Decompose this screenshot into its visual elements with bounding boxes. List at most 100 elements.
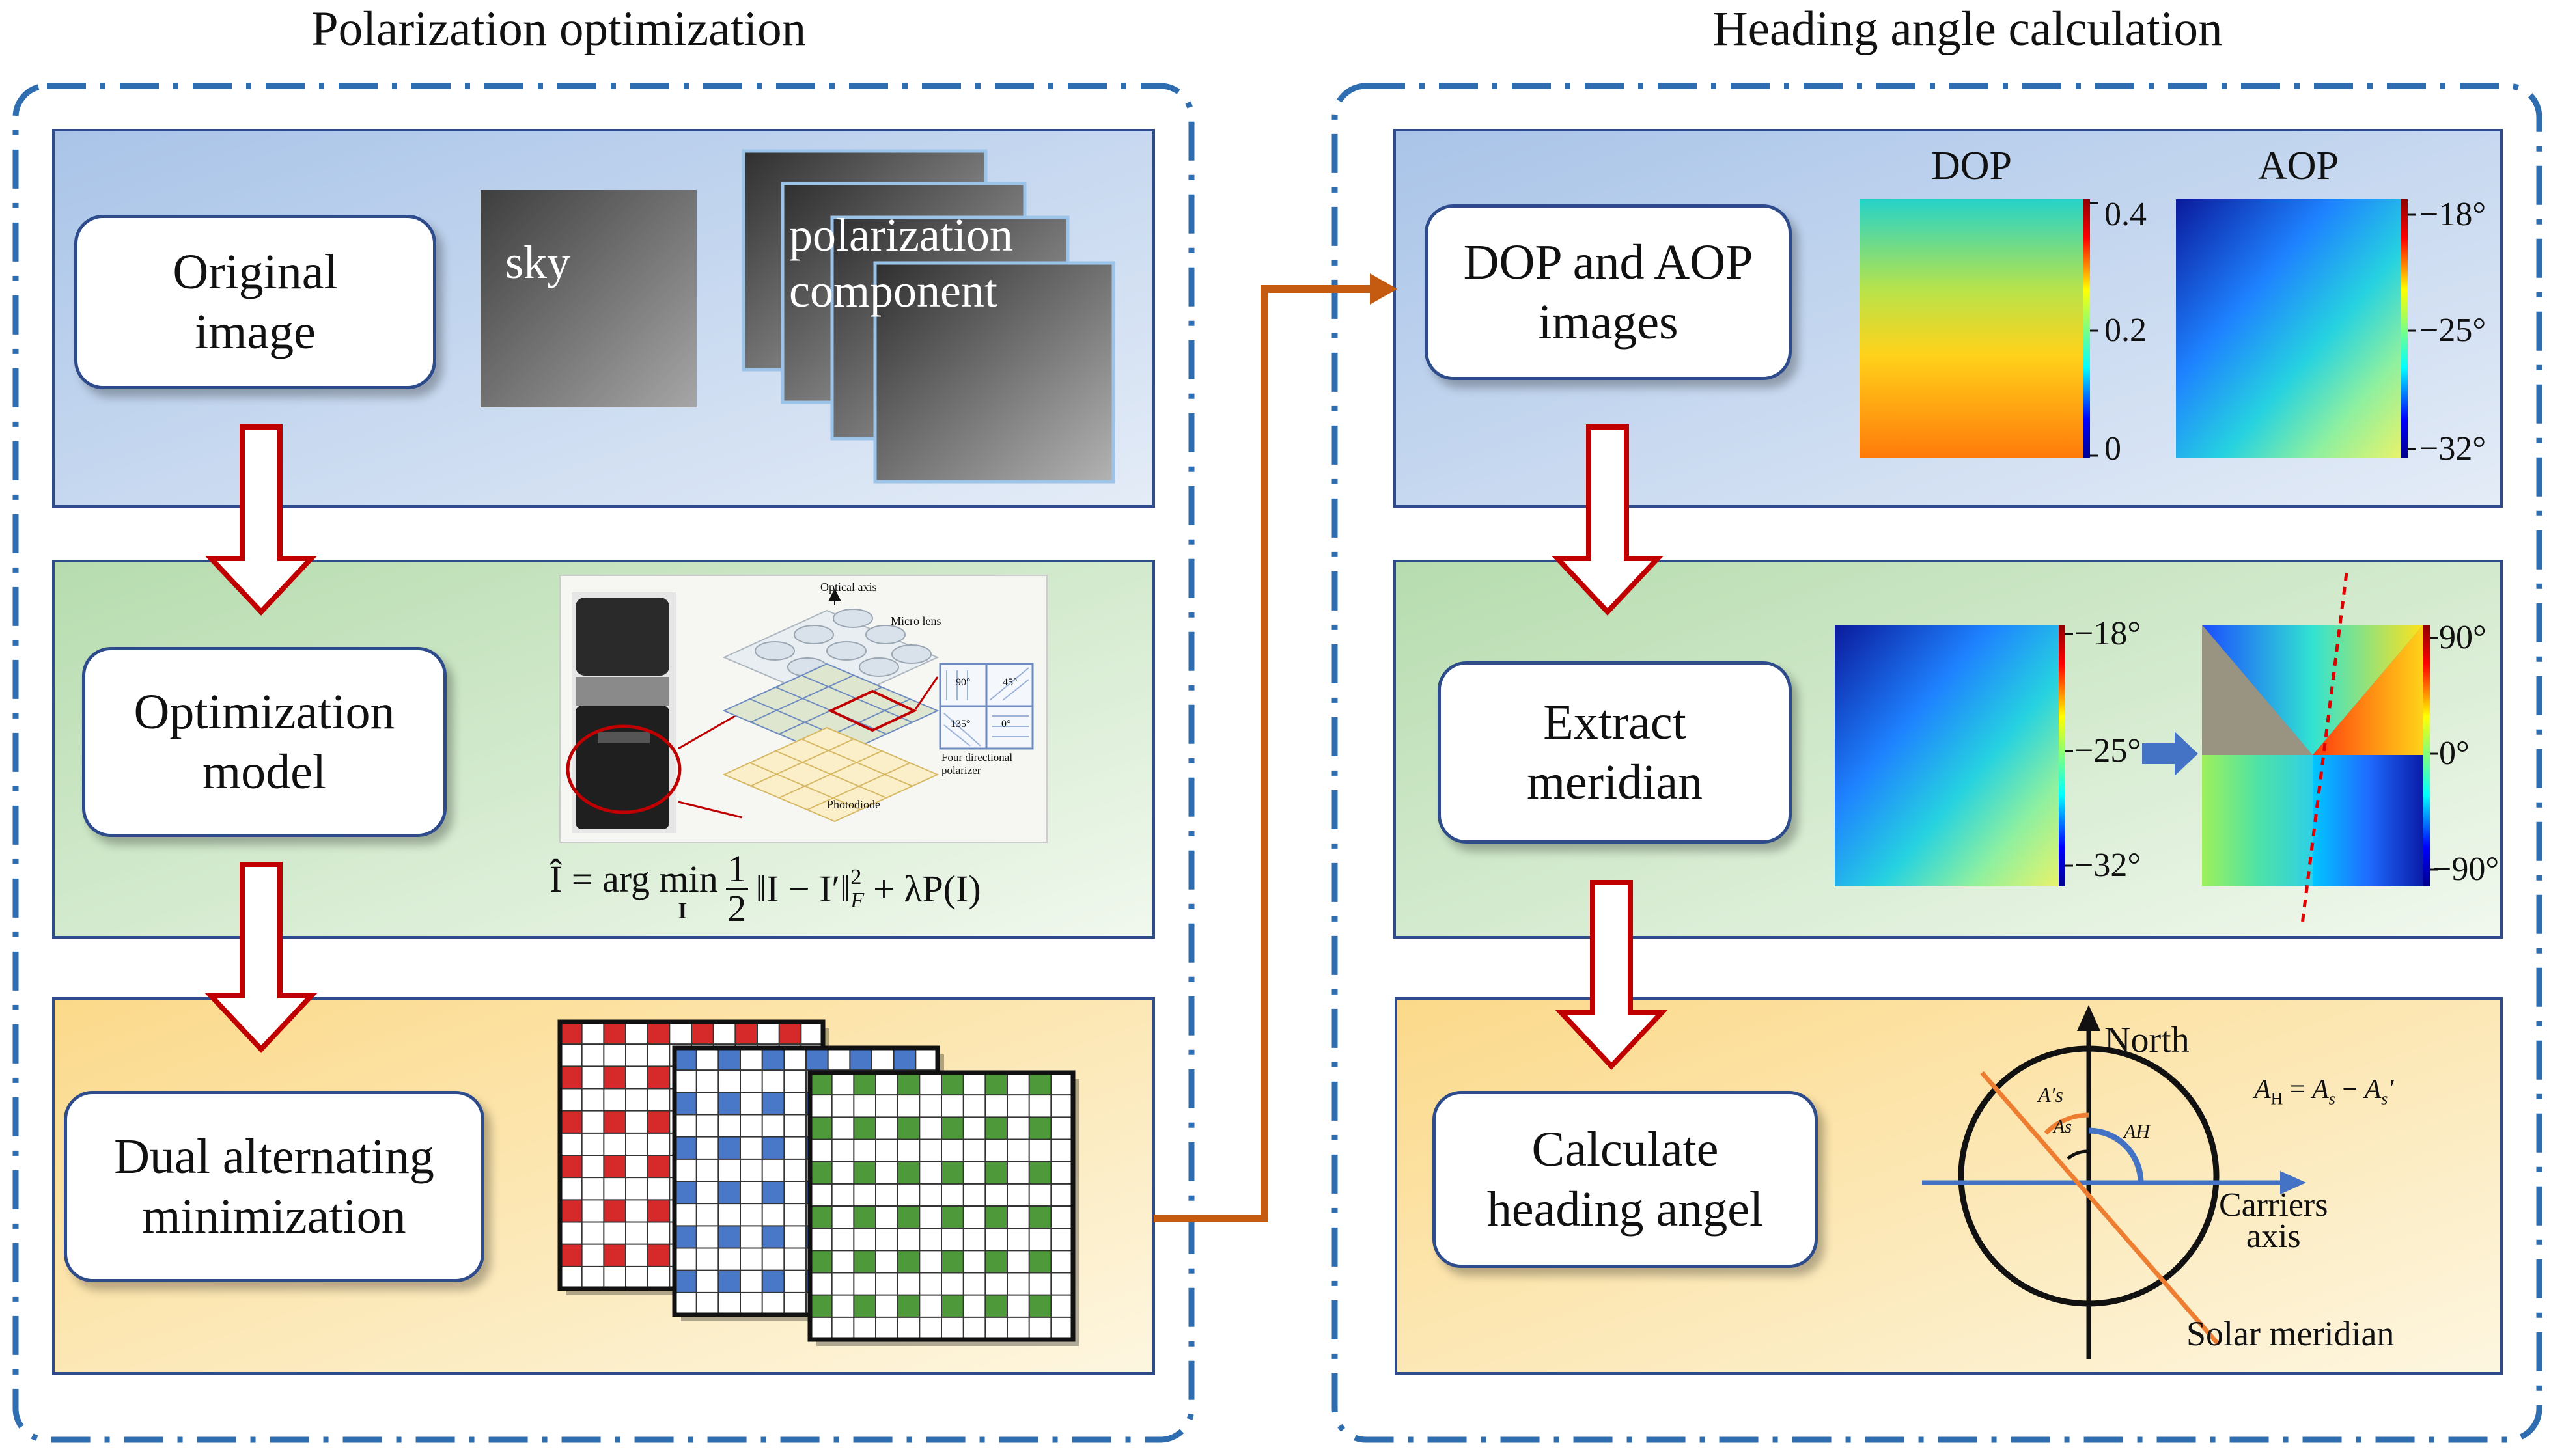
meridian-left-tick: −18° bbox=[2074, 615, 2141, 652]
mosaic-cell bbox=[647, 1110, 670, 1133]
mosaic-cell bbox=[941, 1250, 964, 1273]
mosaic-cell bbox=[1029, 1206, 1052, 1229]
component-label-line: polarization bbox=[789, 209, 1013, 261]
meridian-left-tick: −25° bbox=[2074, 732, 2141, 769]
optical-axis-label: Optical axis bbox=[820, 581, 877, 594]
mosaic-cell bbox=[675, 1181, 697, 1204]
mosaic-cell bbox=[779, 1022, 801, 1045]
mosaic-cell bbox=[762, 1226, 785, 1248]
angle-as-label: As bbox=[2054, 1117, 2072, 1137]
mosaic-cell bbox=[675, 1048, 697, 1071]
mosaic-cell bbox=[810, 1295, 832, 1317]
angle-as-prime-label: A′s bbox=[2038, 1083, 2063, 1106]
angle-135-label: 135° bbox=[951, 719, 971, 730]
step-label: heading angel bbox=[1486, 1182, 1764, 1237]
calculate-heading-step: Calculate heading angel bbox=[1432, 1091, 1818, 1268]
carriers-line: Carriers bbox=[2219, 1187, 2328, 1224]
mosaic-cell bbox=[647, 1200, 670, 1222]
step-label: images bbox=[1538, 295, 1678, 350]
dop-title: DOP bbox=[1930, 144, 2013, 188]
formula-term: A bbox=[2254, 1075, 2271, 1105]
mosaic-cell bbox=[985, 1206, 1007, 1229]
formula-norm: ‖I − I′‖ bbox=[755, 868, 851, 910]
optimization-model-step: Optimization model bbox=[82, 647, 447, 837]
mosaic-cell bbox=[691, 1022, 714, 1045]
mosaic-cell bbox=[762, 1270, 785, 1293]
mosaic-cell bbox=[675, 1226, 697, 1248]
micro-lens-label: Micro lens bbox=[891, 614, 941, 627]
four-directional-label: Four directional polarizer bbox=[941, 751, 1012, 777]
mosaic-cell bbox=[897, 1206, 920, 1229]
dual-minimization-step: Dual alternating minimization bbox=[64, 1091, 484, 1282]
dop-tick: 0.2 bbox=[2104, 312, 2147, 349]
mosaic-cell bbox=[604, 1155, 626, 1178]
right-section-title: Heading angle calculation bbox=[1712, 2, 2223, 56]
mosaic-cell bbox=[854, 1073, 876, 1095]
mosaic-cell bbox=[810, 1206, 832, 1229]
formula-subscript: I bbox=[678, 898, 688, 924]
step-label: model bbox=[202, 745, 326, 799]
optimization-formula: Î = arg min I 1 2 ‖I − I′‖ 2 F + λP(I) bbox=[550, 850, 981, 927]
mosaic-cell bbox=[985, 1161, 1007, 1184]
formula-operator: = bbox=[2283, 1075, 2313, 1105]
mosaic-cell bbox=[560, 1155, 582, 1178]
mosaic-cell bbox=[560, 1066, 582, 1089]
meridian-left-tick: −32° bbox=[2074, 847, 2141, 884]
formula-subscript: H bbox=[2270, 1089, 2283, 1108]
mosaic-cell bbox=[1029, 1250, 1052, 1273]
mosaic-cell bbox=[897, 1073, 920, 1095]
mosaic-cell bbox=[941, 1117, 964, 1140]
mosaic-cell bbox=[897, 1117, 920, 1140]
formula-term: A bbox=[2364, 1075, 2382, 1105]
photodiode-label: Photodiode bbox=[827, 798, 881, 811]
mosaic-cell bbox=[647, 1244, 670, 1267]
mosaic-cell bbox=[604, 1110, 626, 1133]
mosaic-cell bbox=[806, 1048, 828, 1071]
heading-angle-diagram bbox=[1922, 1005, 2306, 1359]
aop-tick: −18° bbox=[2419, 196, 2486, 233]
mosaic-cell bbox=[810, 1161, 832, 1184]
component-label-line: component bbox=[789, 265, 997, 317]
four-directional-line: polarizer bbox=[941, 764, 981, 776]
formula-prime: ′ bbox=[2388, 1075, 2394, 1105]
polarization-camera-figure bbox=[559, 575, 1048, 843]
mosaic-cell bbox=[718, 1092, 740, 1115]
sky-label: sky bbox=[505, 236, 571, 288]
step-label: Extract bbox=[1543, 695, 1686, 750]
angle-90-label: 90° bbox=[956, 677, 971, 688]
mosaic-cell bbox=[675, 1092, 697, 1115]
norm-scripts: 2 F bbox=[850, 864, 864, 913]
mosaic-cell bbox=[897, 1295, 920, 1317]
mosaic-cell bbox=[897, 1161, 920, 1184]
mosaic-cell bbox=[675, 1270, 697, 1293]
mosaic-cell bbox=[560, 1022, 582, 1045]
step-label: Optimization bbox=[133, 685, 395, 739]
angle-45-label: 45° bbox=[1003, 677, 1018, 688]
mosaic-cell bbox=[941, 1073, 964, 1095]
step-label: Calculate bbox=[1531, 1122, 1719, 1177]
left-section-title: Polarization optimization bbox=[311, 2, 807, 56]
formula-term: A bbox=[2312, 1075, 2329, 1105]
fraction-denominator: 2 bbox=[727, 887, 747, 929]
mosaic-cell bbox=[897, 1250, 920, 1273]
formula-subscript: s bbox=[2328, 1089, 2335, 1108]
mosaic-cell bbox=[718, 1181, 740, 1204]
dop-tick: 0 bbox=[2104, 430, 2121, 467]
mosaic-cell bbox=[985, 1250, 1007, 1273]
norm-superscript: 2 bbox=[850, 864, 862, 889]
mosaic-cell bbox=[1029, 1073, 1052, 1095]
mosaic-cell bbox=[718, 1226, 740, 1248]
mosaic-cell bbox=[647, 1155, 670, 1178]
four-directional-line: Four directional bbox=[941, 751, 1013, 763]
mosaic-cell bbox=[810, 1073, 832, 1095]
mosaic-cell bbox=[762, 1181, 785, 1204]
step-label: DOP and AOP bbox=[1463, 235, 1753, 290]
mosaic-cell bbox=[604, 1200, 626, 1222]
mosaic-cell bbox=[762, 1048, 785, 1071]
step-label: Original bbox=[173, 245, 338, 299]
mosaic-cell bbox=[854, 1250, 876, 1273]
mosaic-cell bbox=[675, 1136, 697, 1159]
mosaic-cell bbox=[718, 1136, 740, 1159]
mosaic-cell bbox=[735, 1022, 757, 1045]
formula-fraction: 1 2 bbox=[725, 850, 748, 929]
